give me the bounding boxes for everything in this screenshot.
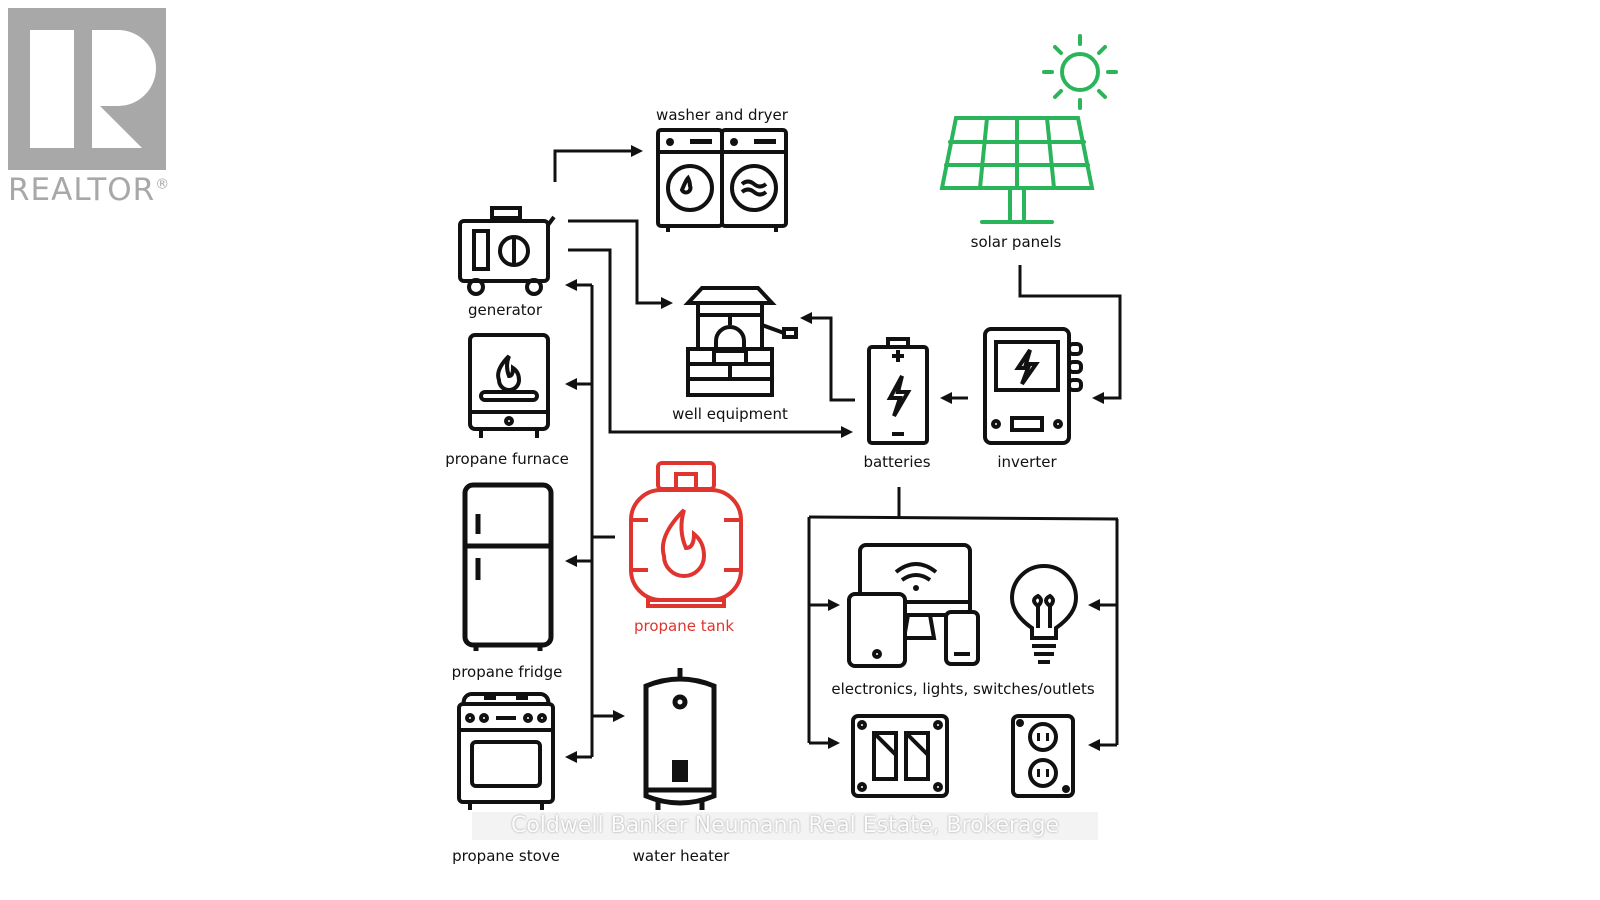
battery-icon bbox=[867, 337, 929, 445]
label-propane-furnace: propane furnace bbox=[445, 450, 569, 468]
outlet-icon bbox=[1011, 714, 1075, 798]
generator-icon bbox=[458, 206, 556, 296]
watermark: Coldwell Banker Neumann Real Estate, Bro… bbox=[472, 812, 1098, 840]
label-washer-dryer: washer and dryer bbox=[656, 106, 788, 124]
label-well-equipment: well equipment bbox=[672, 405, 788, 423]
propane-tank-icon bbox=[629, 461, 743, 608]
well-icon bbox=[683, 286, 798, 397]
label-inverter: inverter bbox=[997, 453, 1057, 471]
water-heater-icon bbox=[643, 668, 717, 810]
label-electronics: electronics, lights, switches/outlets bbox=[831, 680, 1095, 698]
label-batteries: batteries bbox=[863, 453, 931, 471]
propane-furnace-icon bbox=[468, 333, 550, 438]
propane-stove-icon bbox=[457, 692, 555, 810]
realtor-logo-text: REALTOR® bbox=[8, 172, 171, 208]
light-bulb-icon bbox=[1009, 564, 1079, 664]
label-propane-tank: propane tank bbox=[633, 617, 735, 635]
propane-fridge-icon bbox=[462, 482, 554, 651]
electronics-icon bbox=[847, 543, 980, 668]
light-switch-icon bbox=[851, 714, 949, 798]
label-propane-fridge: propane fridge bbox=[451, 663, 563, 681]
label-propane-stove: propane stove bbox=[452, 847, 560, 865]
label-solar-panels: solar panels bbox=[970, 233, 1062, 251]
label-generator: generator bbox=[467, 301, 543, 319]
inverter-icon bbox=[983, 327, 1083, 445]
label-water-heater: water heater bbox=[632, 847, 730, 865]
solar-panel-icon bbox=[939, 34, 1118, 224]
washer-dryer-icon bbox=[656, 128, 788, 232]
realtor-logo bbox=[8, 8, 166, 174]
